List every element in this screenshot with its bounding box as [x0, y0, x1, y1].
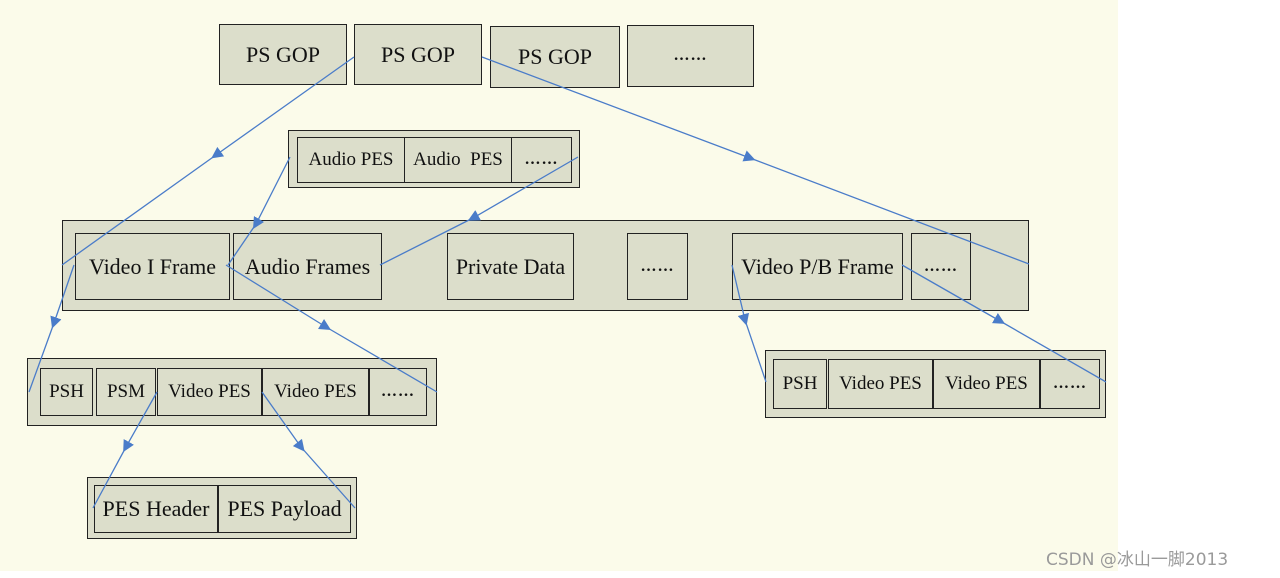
video-i-frame: Video I Frame — [75, 233, 230, 300]
gop-box-1: PS GOP — [219, 24, 347, 85]
audio-pes-1: Audio PES — [297, 137, 405, 183]
i-video-pes-1: Video PES — [157, 368, 262, 416]
gop-box-more: …… — [627, 25, 754, 87]
i-psm: PSM — [96, 368, 156, 416]
frames-more-2: …… — [911, 233, 971, 300]
pb-packet-more: …… — [1040, 359, 1100, 409]
audio-frames: Audio Frames — [233, 233, 382, 300]
frames-container: Video I Frame Audio Frames Private Data … — [62, 220, 1029, 311]
i-video-pes-2: Video PES — [262, 368, 369, 416]
private-data: Private Data — [447, 233, 574, 300]
audio-pes-group: Audio PES Audio PES …… — [288, 130, 580, 188]
pes-header: PES Header — [94, 485, 218, 533]
frames-more-1: …… — [627, 233, 688, 300]
pes-structure-group: PES Header PES Payload — [87, 477, 357, 539]
gop-box-2: PS GOP — [354, 24, 482, 85]
pb-frame-packet-group: PSH Video PES Video PES …… — [765, 350, 1106, 418]
pb-video-pes-1: Video PES — [828, 359, 933, 409]
gop-box-3: PS GOP — [490, 26, 620, 88]
pes-payload: PES Payload — [218, 485, 351, 533]
i-packet-more: …… — [369, 368, 427, 416]
pb-video-pes-2: Video PES — [933, 359, 1040, 409]
i-frame-packet-group: PSH PSM Video PES Video PES …… — [27, 358, 437, 426]
bottom-margin — [0, 571, 1280, 578]
watermark: CSDN @冰山一脚2013 — [1046, 550, 1229, 570]
i-psh: PSH — [40, 368, 93, 416]
pb-psh: PSH — [773, 359, 827, 409]
right-margin — [1118, 0, 1280, 578]
video-pb-frame: Video P/B Frame — [732, 233, 903, 300]
audio-pes-2: Audio PES — [404, 137, 512, 183]
audio-pes-more: …… — [511, 137, 572, 183]
